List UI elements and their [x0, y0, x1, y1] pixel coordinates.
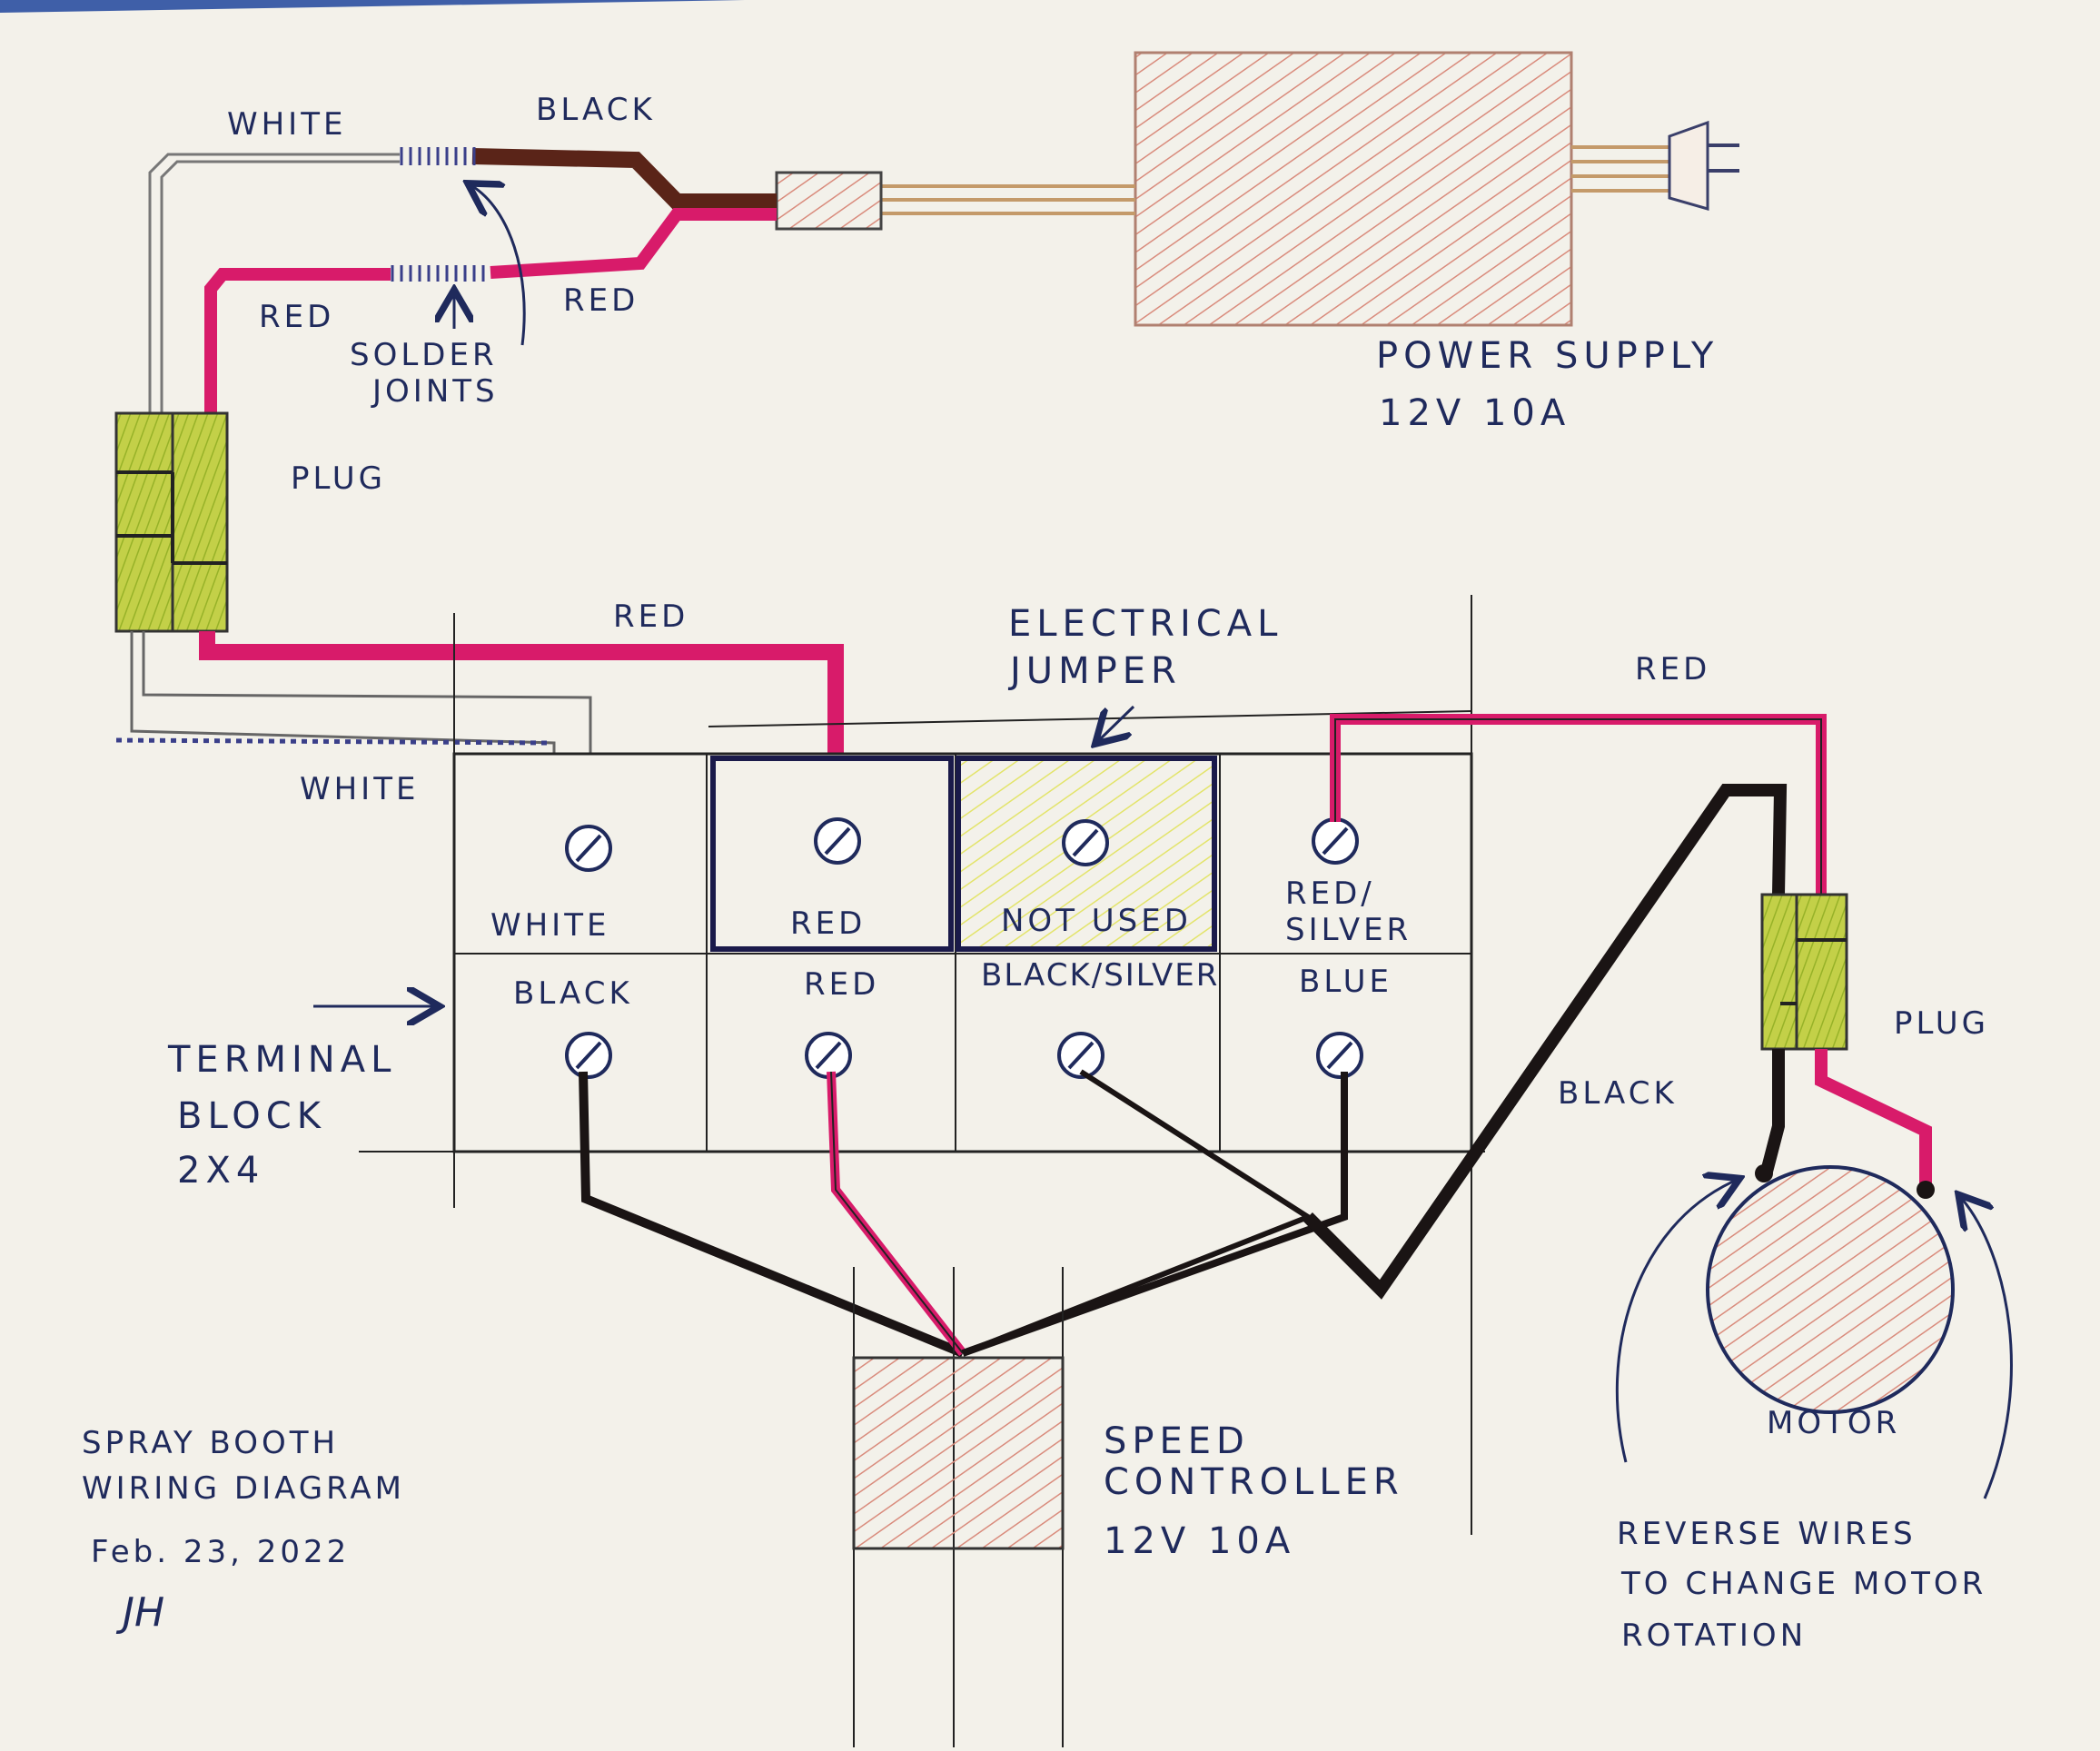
title-line-1: SPRAY BOOTH: [82, 1425, 339, 1461]
screw-icon: [814, 817, 861, 865]
label-terminal-block-1: TERMINAL: [167, 1039, 396, 1081]
label-speed-3: 12V 10A: [1104, 1520, 1295, 1562]
screw-icon: [1062, 819, 1109, 866]
controller-wires: [579, 784, 1788, 1358]
label-black-diag: BLACK: [1558, 1075, 1678, 1112]
label-white-lower: WHITE: [300, 771, 419, 807]
paper-edge: [0, 0, 745, 13]
terminal-label-white: WHITE: [490, 907, 609, 944]
signature: JH: [115, 1589, 164, 1636]
note-line-3: ROTATION: [1621, 1617, 1807, 1654]
screw-icon: [1312, 817, 1359, 865]
screw-icon: [565, 825, 612, 872]
label-power-rating: 12V 10A: [1379, 392, 1570, 434]
terminal-label-not-used: NOT USED: [1001, 903, 1192, 939]
power-supply: [1134, 51, 1739, 327]
solder-joint-top: [400, 147, 477, 165]
wall-plug-icon: [1668, 120, 1709, 211]
plug-to-terminal-wires: [115, 631, 844, 754]
screw-icon: [1057, 1032, 1104, 1079]
label-motor: MOTOR: [1767, 1405, 1900, 1441]
terminal-label-red-bottom: RED: [804, 966, 879, 1003]
jumper-arrow: [1099, 705, 1135, 740]
inline-connector: [775, 171, 883, 231]
label-speed-1: SPEED: [1104, 1420, 1250, 1462]
psu-output-cord: [775, 171, 1135, 231]
red-wire-right: [1330, 714, 1827, 895]
label-solder-1: SOLDER: [350, 337, 498, 373]
terminal-label-blue: BLUE: [1299, 964, 1392, 1000]
label-terminal-block-3: 2X4: [177, 1150, 264, 1192]
top-wires: [148, 147, 777, 413]
label-power-supply: POWER SUPPLY: [1376, 335, 1719, 377]
plug-right: [1760, 893, 1848, 1051]
plug-left: [114, 411, 229, 633]
terminal-label-black: BLACK: [513, 975, 633, 1012]
label-red-left: RED: [259, 299, 334, 335]
label-top-black: BLACK: [536, 92, 656, 128]
label-jumper-1: ELECTRICAL: [1008, 603, 1283, 645]
reverse-arrow-right: [1962, 1199, 2013, 1499]
label-solder-2: JOINTS: [371, 373, 499, 410]
speed-controller: [852, 1267, 1065, 1747]
reverse-arrow-left: [1615, 1181, 1735, 1463]
label-top-white: WHITE: [227, 106, 346, 143]
label-red-top-mid: RED: [613, 599, 688, 635]
motor: [1706, 1164, 1955, 1414]
solder-joint-bottom: [391, 265, 490, 282]
terminal-label-red-silver-2: SILVER: [1285, 912, 1412, 948]
label-red-top-right: RED: [1635, 651, 1710, 688]
note-line-1: REVERSE WIRES: [1617, 1516, 1917, 1552]
title-date: Feb. 23, 2022: [91, 1534, 350, 1570]
terminal-label-red-top: RED: [790, 905, 866, 942]
labels: WHITE BLACK RED RED SOLDER JOINTS POWER …: [82, 92, 1989, 1654]
note-line-2: TO CHANGE MOTOR: [1620, 1566, 1986, 1602]
screw-icon: [805, 1032, 852, 1079]
screw-icon: [565, 1032, 612, 1079]
label-red-right: RED: [563, 282, 639, 319]
label-plug-right: PLUG: [1894, 1005, 1989, 1042]
label-jumper-2: JUMPER: [1007, 650, 1182, 692]
title-line-2: WIRING DIAGRAM: [82, 1470, 405, 1507]
screw-icon: [1316, 1032, 1363, 1079]
terminal-label-red-silver-1: RED/: [1285, 876, 1375, 912]
label-speed-2: CONTROLLER: [1104, 1461, 1404, 1503]
terminal-block: [359, 595, 1485, 1535]
solder-pointer-arrow: [472, 186, 526, 346]
label-terminal-block-2: BLOCK: [177, 1095, 326, 1137]
terminal-label-black-silver: BLACK/SILVER: [981, 957, 1219, 994]
label-plug-left: PLUG: [291, 460, 386, 497]
motor-leads: [1760, 1049, 1932, 1185]
